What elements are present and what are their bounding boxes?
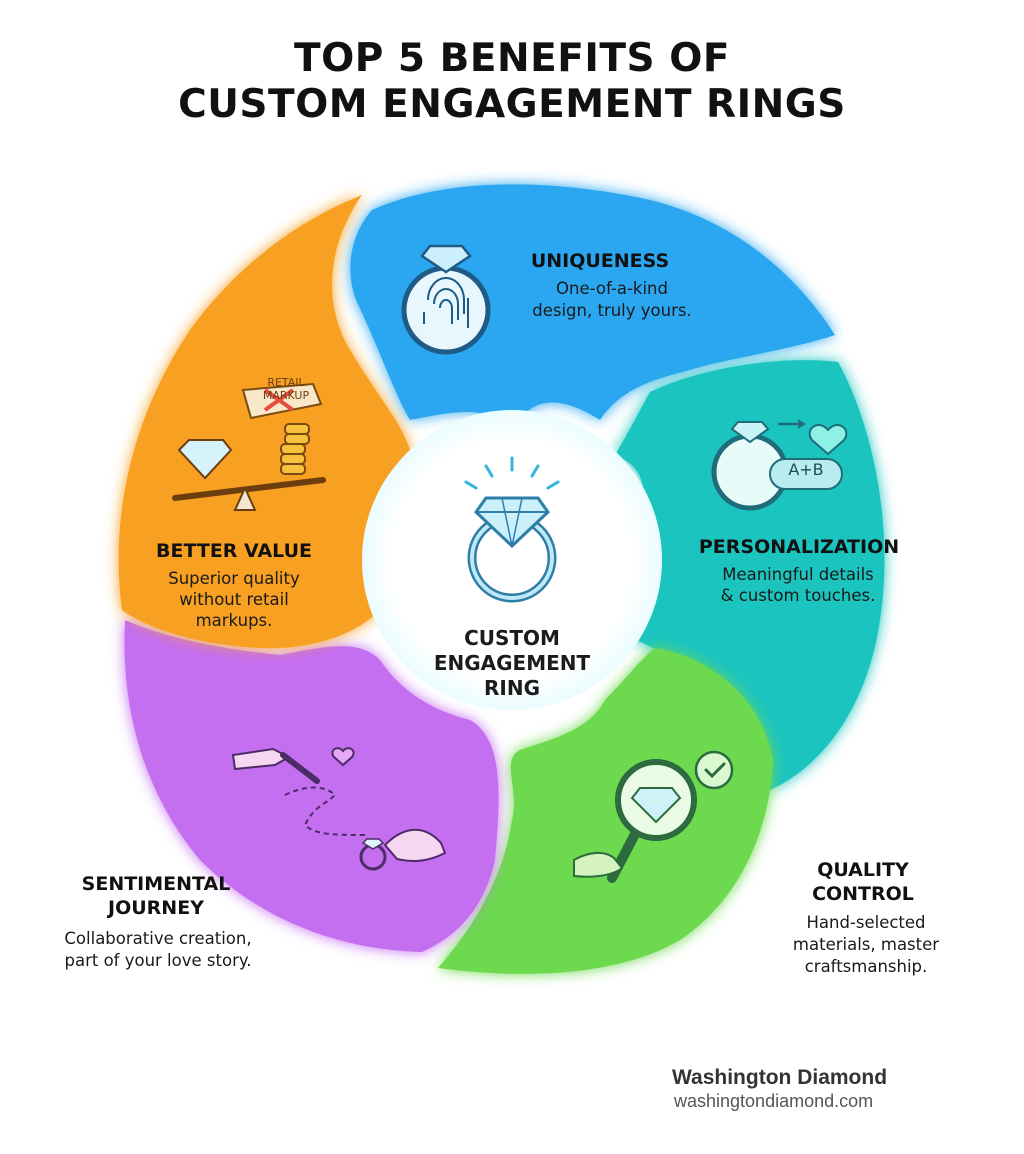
segment-value xyxy=(118,195,410,649)
value-desc-line-2: without retail xyxy=(179,590,289,609)
center-hub xyxy=(362,410,662,710)
personalization-title: PERSONALIZATION xyxy=(699,536,899,558)
retail-tag-line-1: RETAIL xyxy=(267,376,305,389)
engraving-text: A+B xyxy=(788,460,823,479)
title-line-1: TOP 5 BENEFITS OF xyxy=(294,36,730,81)
value-title: BETTER VALUE xyxy=(156,540,312,562)
quality-title-line-2: CONTROL xyxy=(812,883,914,905)
segment-sentimental xyxy=(124,620,499,952)
center-label-line-2: ENGAGEMENT xyxy=(434,651,591,675)
value-desc-line-1: Superior quality xyxy=(168,569,300,588)
segment-uniqueness-shape xyxy=(350,184,835,432)
retail-tag-line-2: MARKUP xyxy=(263,389,310,402)
magnifier-diamond-icon xyxy=(573,750,734,883)
fingerprint-ring-icon xyxy=(401,244,491,355)
engraved-ring-icon xyxy=(711,419,848,511)
balance-scale-icon xyxy=(172,382,326,511)
center-label-line-3: RING xyxy=(484,676,540,700)
title-line-2: CUSTOM ENGAGEMENT RINGS xyxy=(178,82,846,127)
hands-sketch-icon xyxy=(231,747,447,871)
sentimental-desc-line-1: Collaborative creation, xyxy=(64,929,251,948)
segment-value-shape xyxy=(118,195,410,649)
value-desc-line-3: markups. xyxy=(196,611,273,630)
footer-url: washingtondiamond.com xyxy=(674,1091,874,1111)
center-ring-icon xyxy=(464,456,560,603)
sentimental-title-line-1: SENTIMENTAL xyxy=(82,873,231,895)
quality-desc-line-3: craftsmanship. xyxy=(805,957,928,976)
segment-quality xyxy=(438,648,773,974)
quality-title-line-1: QUALITY xyxy=(817,859,909,881)
segment-sentimental-shape xyxy=(124,620,499,952)
sentimental-title-line-2: JOURNEY xyxy=(106,897,204,919)
center-label-line-1: CUSTOM xyxy=(464,626,560,650)
segment-uniqueness xyxy=(350,184,835,432)
personalization-desc-line-2: & custom touches. xyxy=(721,586,876,605)
sentimental-desc-line-2: part of your love story. xyxy=(64,951,251,970)
uniqueness-desc-line-1: One-of-a-kind xyxy=(556,279,668,298)
footer-brand: Washington Diamond xyxy=(672,1066,888,1089)
uniqueness-title: UNIQUENESS xyxy=(531,250,669,272)
personalization-desc-line-1: Meaningful details xyxy=(722,565,874,584)
uniqueness-desc-line-2: design, truly yours. xyxy=(532,301,691,320)
segment-quality-shape xyxy=(438,648,773,974)
page-title: TOP 5 BENEFITS OF CUSTOM ENGAGEMENT RING… xyxy=(0,36,1024,128)
quality-desc-line-2: materials, master xyxy=(793,935,939,954)
quality-desc-line-1: Hand-selected xyxy=(806,913,925,932)
